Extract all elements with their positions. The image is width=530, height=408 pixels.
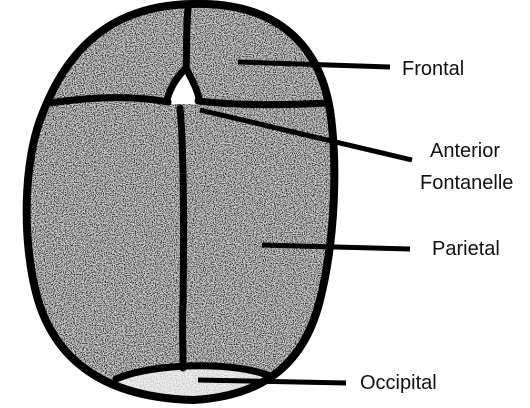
frontal-label: Frontal <box>402 58 464 80</box>
labels: Frontal Anterior Fontanelle Parietal Occ… <box>360 58 513 394</box>
metopic-suture <box>186 8 188 68</box>
occipital-leader <box>198 380 346 383</box>
parietal-label: Parietal <box>432 238 500 260</box>
right-coronal-suture <box>198 101 328 105</box>
sagittal-suture <box>180 108 184 368</box>
anterior-fontanelle-label-line1: Anterior <box>430 140 500 162</box>
occipital-label: Occipital <box>360 372 437 394</box>
anterior-fontanelle-label-line2: Fontanelle <box>420 172 513 194</box>
